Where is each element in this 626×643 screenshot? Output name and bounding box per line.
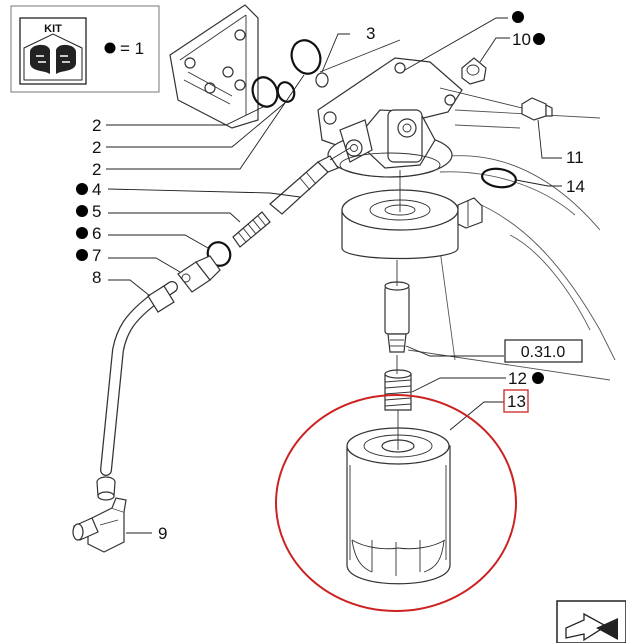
callout-5[interactable]: 5 xyxy=(92,202,101,221)
kit-bullet-icon xyxy=(104,42,116,54)
callout-11[interactable]: 11 xyxy=(566,148,584,167)
callout-2[interactable]: 2 xyxy=(92,160,101,179)
callout-12[interactable]: 12 xyxy=(508,369,527,388)
callout-8[interactable]: 8 xyxy=(92,268,101,287)
elbow-fitting xyxy=(72,497,127,553)
assembly-axis-lines xyxy=(319,39,401,450)
callout-4[interactable]: 4 xyxy=(92,180,101,199)
callout-14[interactable]: 14 xyxy=(566,177,585,196)
callout-9[interactable]: 9 xyxy=(158,524,167,543)
oil-filter-cartridge xyxy=(346,427,451,585)
leader-lines xyxy=(106,17,562,534)
filter-mount xyxy=(341,189,483,260)
relief-valve-assembly xyxy=(177,147,351,293)
kit-bullet-icon xyxy=(76,227,88,239)
reference-link[interactable]: 0.31.0 xyxy=(504,339,583,363)
bolt xyxy=(439,87,553,121)
kit-bullet-icon xyxy=(532,372,544,384)
reference-label[interactable]: 0.31.0 xyxy=(521,344,566,361)
kit-bullet-icon xyxy=(512,11,524,23)
filter-head xyxy=(317,57,463,178)
kit-label: KIT xyxy=(44,23,62,35)
kit-logo-icon: KIT xyxy=(19,17,87,85)
o-ring-14 xyxy=(481,167,517,189)
callout-6[interactable]: 6 xyxy=(92,224,101,243)
oil-pipe xyxy=(96,281,178,501)
callout-2[interactable]: 2 xyxy=(92,138,101,157)
sealing-plug xyxy=(461,57,487,85)
kit-legend: KIT = 1 xyxy=(10,5,160,93)
next-page-arrow-icon[interactable] xyxy=(556,600,626,643)
mounting-bracket xyxy=(169,4,259,129)
spring-icon xyxy=(232,211,271,248)
callout-7[interactable]: 7 xyxy=(92,246,101,265)
kit-bullet-icon xyxy=(76,183,88,195)
kit-legend-equals: = 1 xyxy=(120,39,144,58)
callout-13[interactable]: 13 xyxy=(507,392,526,411)
callout-10[interactable]: 10 xyxy=(512,30,531,49)
highlight-ellipse xyxy=(275,394,517,612)
o-ring-group xyxy=(251,39,329,108)
kit-bullet-icon xyxy=(533,33,545,45)
callout-13-highlight-box xyxy=(503,389,529,413)
threaded-nipple xyxy=(384,369,412,411)
callout-2[interactable]: 2 xyxy=(92,116,101,135)
kit-bullet-icon xyxy=(76,205,88,217)
adapter-stud xyxy=(384,281,410,353)
callout-labels: 3 10 2 2 2 11 14 4 5 6 7 8 12 13 9 xyxy=(76,11,585,543)
callout-3[interactable]: 3 xyxy=(366,24,375,43)
kit-bullet-icon xyxy=(76,249,88,261)
